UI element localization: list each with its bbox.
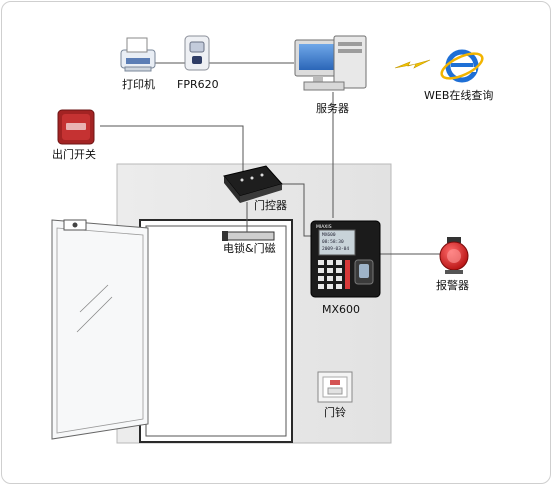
- terminal-screen-line2: 08:58:30: [322, 239, 344, 245]
- exit-switch-label: 出门开关: [52, 148, 96, 161]
- terminal-screen-line1: MX600: [322, 232, 336, 238]
- printer-label: 打印机: [122, 78, 155, 91]
- door-frame: [139, 219, 293, 443]
- glass-reflection-1: [79, 284, 109, 313]
- internet-explorer-icon: [440, 49, 484, 83]
- door-panel: [51, 219, 149, 440]
- wire-controller-to-terminal: [275, 183, 312, 237]
- fingerprint-reader-icon: [184, 35, 210, 71]
- terminal-brand: MIAXIS: [316, 224, 332, 230]
- door-closer-dot: [72, 222, 78, 228]
- doorbell-label: 门铃: [324, 406, 346, 419]
- lock-label: 电锁&门磁: [223, 242, 276, 255]
- electric-lock: [223, 231, 275, 241]
- web-label: WEB在线查询: [424, 89, 494, 102]
- glass-reflection-2: [76, 296, 113, 333]
- terminal-screen-line3: 2009-03-04: [322, 246, 349, 252]
- electric-lock-end: [222, 231, 228, 241]
- terminal-label: MX600: [322, 303, 361, 316]
- printer-icon: [120, 37, 156, 72]
- alarm-siren-icon: [439, 237, 469, 274]
- fingerprint-terminal-icon: [310, 220, 381, 298]
- door-controller-label: 门控器: [254, 199, 287, 212]
- wiring: [100, 62, 441, 255]
- exit-button-icon: [57, 109, 95, 145]
- doorbell-icon: [317, 371, 353, 403]
- alarm-label: 报警器: [436, 279, 469, 292]
- lightning-icon: [394, 59, 431, 69]
- door-glass: [56, 227, 144, 434]
- server-computer-icon: [294, 35, 367, 91]
- wire-exit-to-controller: [100, 125, 244, 174]
- fpr-label: FPR620: [177, 78, 219, 91]
- controller-box-icon: [223, 165, 283, 203]
- server-label: 服务器: [316, 102, 349, 115]
